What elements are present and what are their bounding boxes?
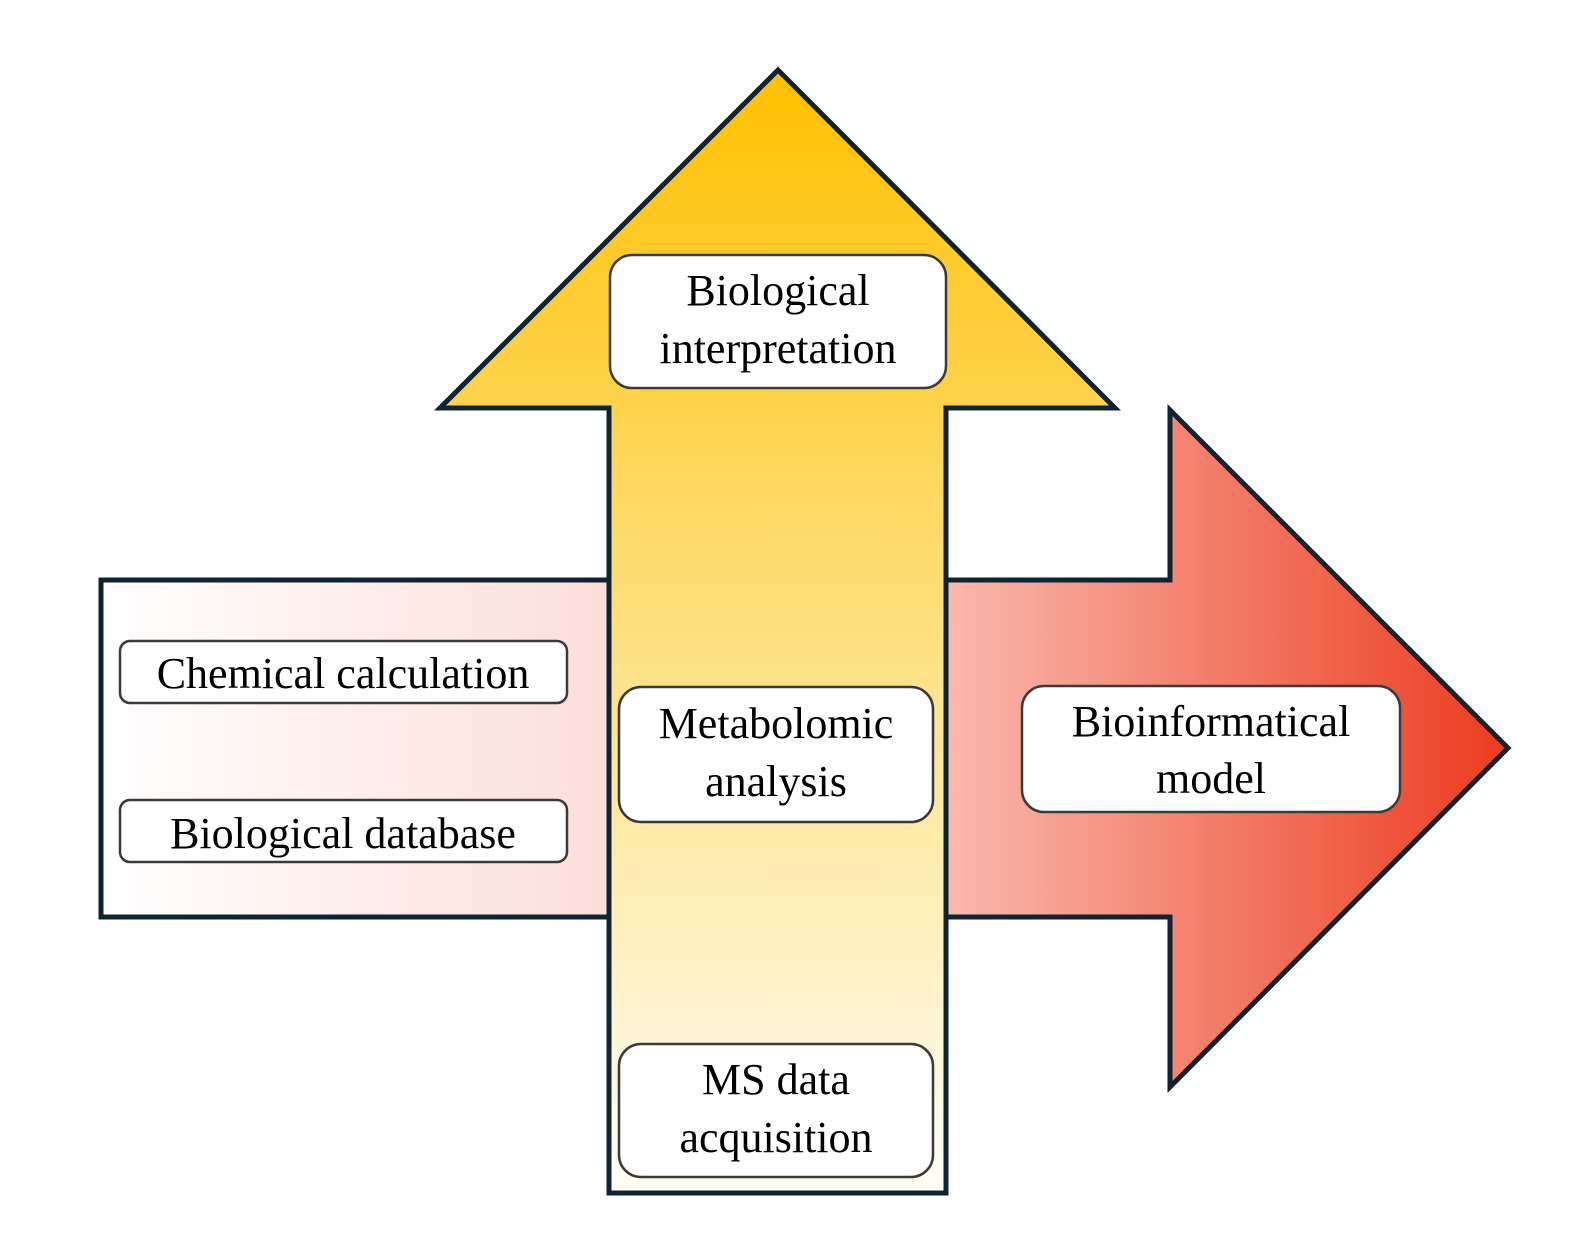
chemical-calculation-label: Chemical calculation — [157, 649, 530, 698]
ms-data-acquisition-box: MS data acquisition — [617, 1042, 935, 1179]
ms-data-acquisition-line1: MS data — [702, 1055, 850, 1104]
biological-interpretation-box: Biological interpretation — [608, 253, 948, 390]
ms-data-acquisition-line2: acquisition — [679, 1113, 872, 1162]
biological-interpretation-line2: interpretation — [659, 324, 896, 373]
biological-database-box: Biological database — [118, 798, 569, 864]
left-input-block — [98, 577, 639, 920]
metabolomic-analysis-line1: Metabolomic — [659, 699, 894, 748]
metabolomic-analysis-box: Metabolomic analysis — [617, 685, 935, 824]
chemical-calculation-box: Chemical calculation — [118, 639, 569, 705]
bioinformatical-model-box: Bioinformatical model — [1020, 684, 1402, 814]
biological-interpretation-line1: Biological — [686, 266, 869, 315]
metabolomic-analysis-line2: analysis — [705, 757, 847, 806]
biological-database-label: Biological database — [170, 809, 516, 858]
bioinformatical-model-line1: Bioinformatical — [1072, 697, 1351, 746]
bioinformatical-model-line2: model — [1156, 754, 1266, 803]
